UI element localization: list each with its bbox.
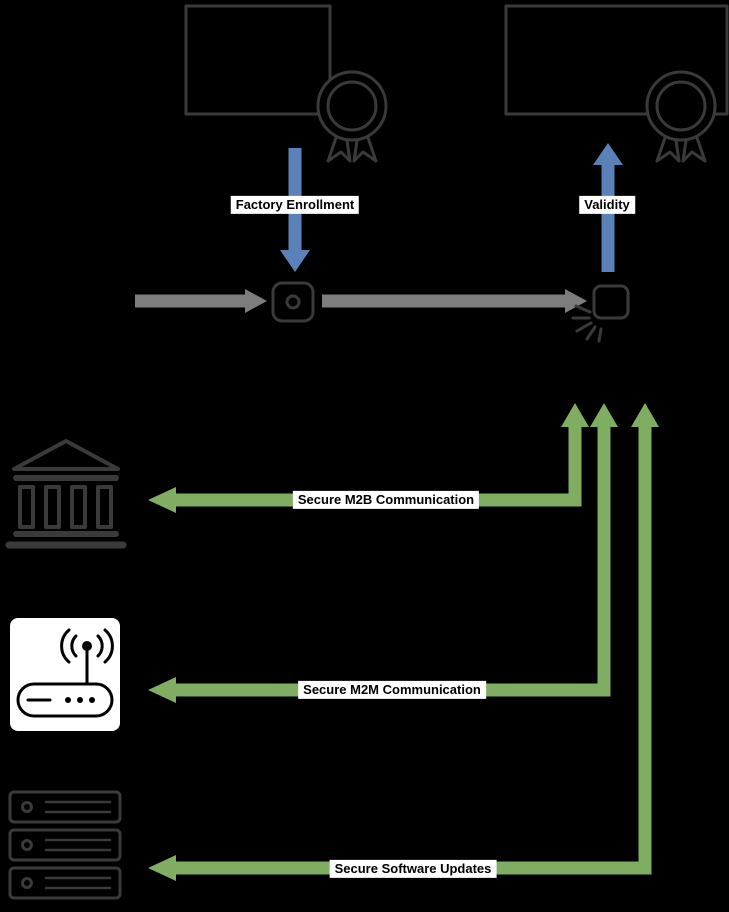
secure-m2b-label: Secure M2B Communication [292,490,480,510]
burst-rays-icon [571,304,603,343]
secure-m2m-label: Secure M2M Communication [298,680,486,700]
certificate-frame [184,4,332,116]
router-icon [10,618,120,731]
flow-arrow-right [322,289,587,313]
device-icon [271,281,315,323]
factory-enrollment-label: Factory Enrollment [230,195,360,215]
certificate-frame [504,4,729,116]
secure-m2b-arrow [148,403,589,513]
server-stack-icon [8,790,122,900]
operational-certificate-icon [504,4,729,163]
certificate-seal-icon [316,70,388,163]
factory-certificate-icon [184,4,388,163]
secure-m2m-arrow [148,403,618,703]
device-active-icon [571,284,630,343]
secure-updates-label: Secure Software Updates [329,859,497,879]
flow-arrow-left [135,289,267,313]
secure-updates-arrow [148,403,659,881]
validity-label: Validity [579,195,635,215]
certificate-seal-icon [645,70,717,163]
bank-icon [5,439,127,549]
